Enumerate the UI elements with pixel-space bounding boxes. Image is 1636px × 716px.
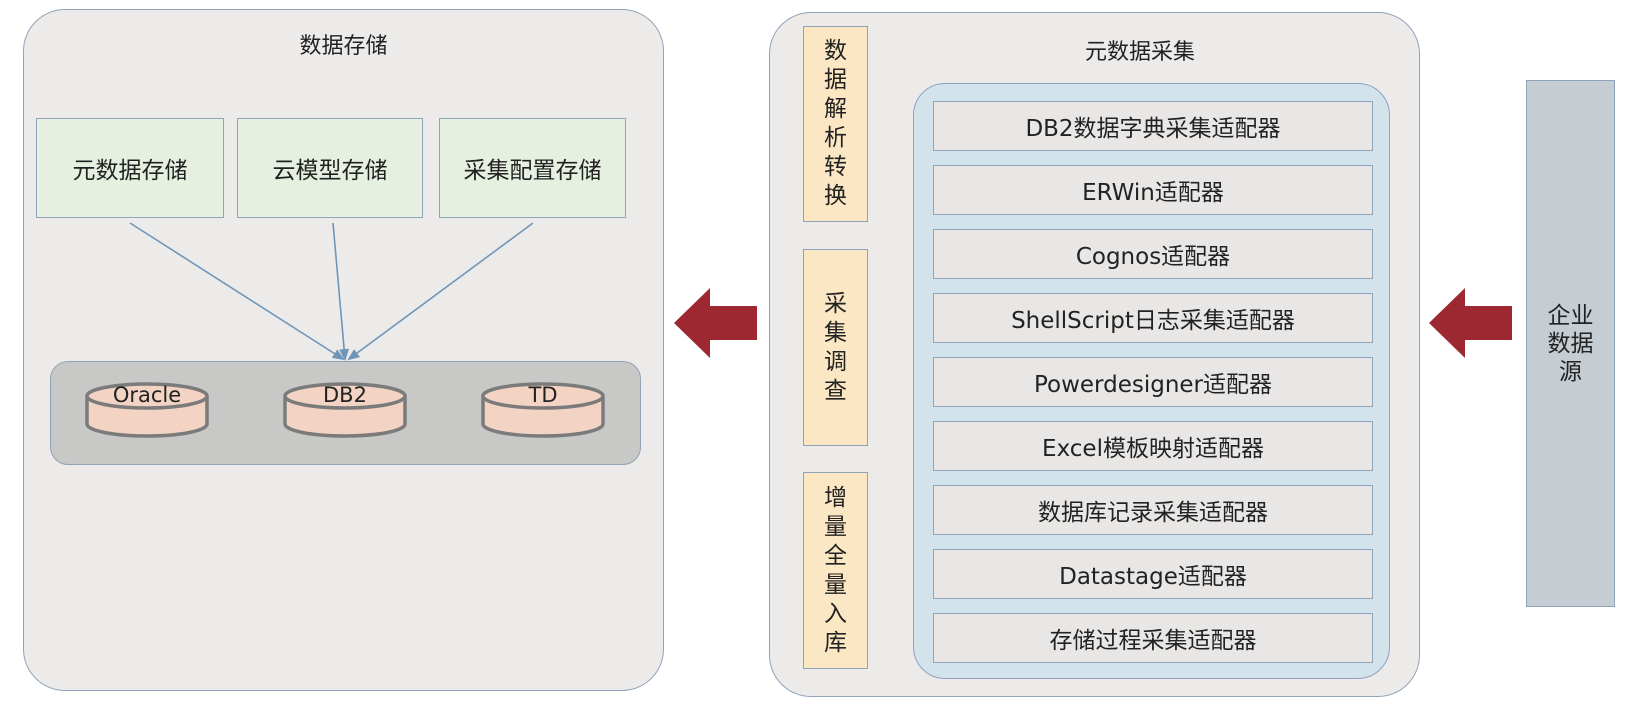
adapter-powerdesigner: Powerdesigner适配器 <box>933 357 1373 407</box>
data-storage-title: 数据存储 <box>299 34 388 59</box>
left-arrow-from-source <box>1429 288 1512 358</box>
adapter-shellscript-log: ShellScript日志采集适配器 <box>933 293 1373 343</box>
adapter-cognos: Cognos适配器 <box>933 229 1373 279</box>
adapter-erwin: ERWin适配器 <box>933 165 1373 215</box>
enterprise-data-source-box: 企业数据源 <box>1526 80 1615 607</box>
collection-survey-label: 采集调查 <box>824 290 847 404</box>
adapter-datastage: Datastage适配器 <box>933 549 1373 599</box>
collection-config-storage-box: 采集配置存储 <box>439 118 626 218</box>
adapter-excel-template: Excel模板映射适配器 <box>933 421 1373 471</box>
cloud-model-storage-box: 云模型存储 <box>237 118 423 218</box>
metadata-storage-box: 元数据存储 <box>36 118 224 218</box>
database-label-db2: DB2 <box>323 383 367 407</box>
data-parse-transform-label: 数据解析转换 <box>824 38 847 209</box>
database-label-td: TD <box>528 383 558 407</box>
data-storage-panel <box>23 9 664 691</box>
incremental-full-load-box: 增量全量入库 <box>803 472 868 669</box>
enterprise-data-source-label: 企业数据源 <box>1547 302 1594 385</box>
data-parse-transform-box: 数据解析转换 <box>803 26 868 222</box>
database-label-oracle: Oracle <box>112 383 182 407</box>
metadata-collection-title: 元数据采集 <box>1084 40 1195 65</box>
database-group <box>50 361 641 465</box>
adapter-database-record: 数据库记录采集适配器 <box>933 485 1373 535</box>
adapter-db2-dictionary: DB2数据字典采集适配器 <box>933 101 1373 151</box>
collection-survey-box: 采集调查 <box>803 249 868 446</box>
incremental-full-load-label: 增量全量入库 <box>824 484 847 656</box>
adapter-stored-procedure: 存储过程采集适配器 <box>933 613 1373 663</box>
left-arrow-to-storage <box>674 288 757 358</box>
